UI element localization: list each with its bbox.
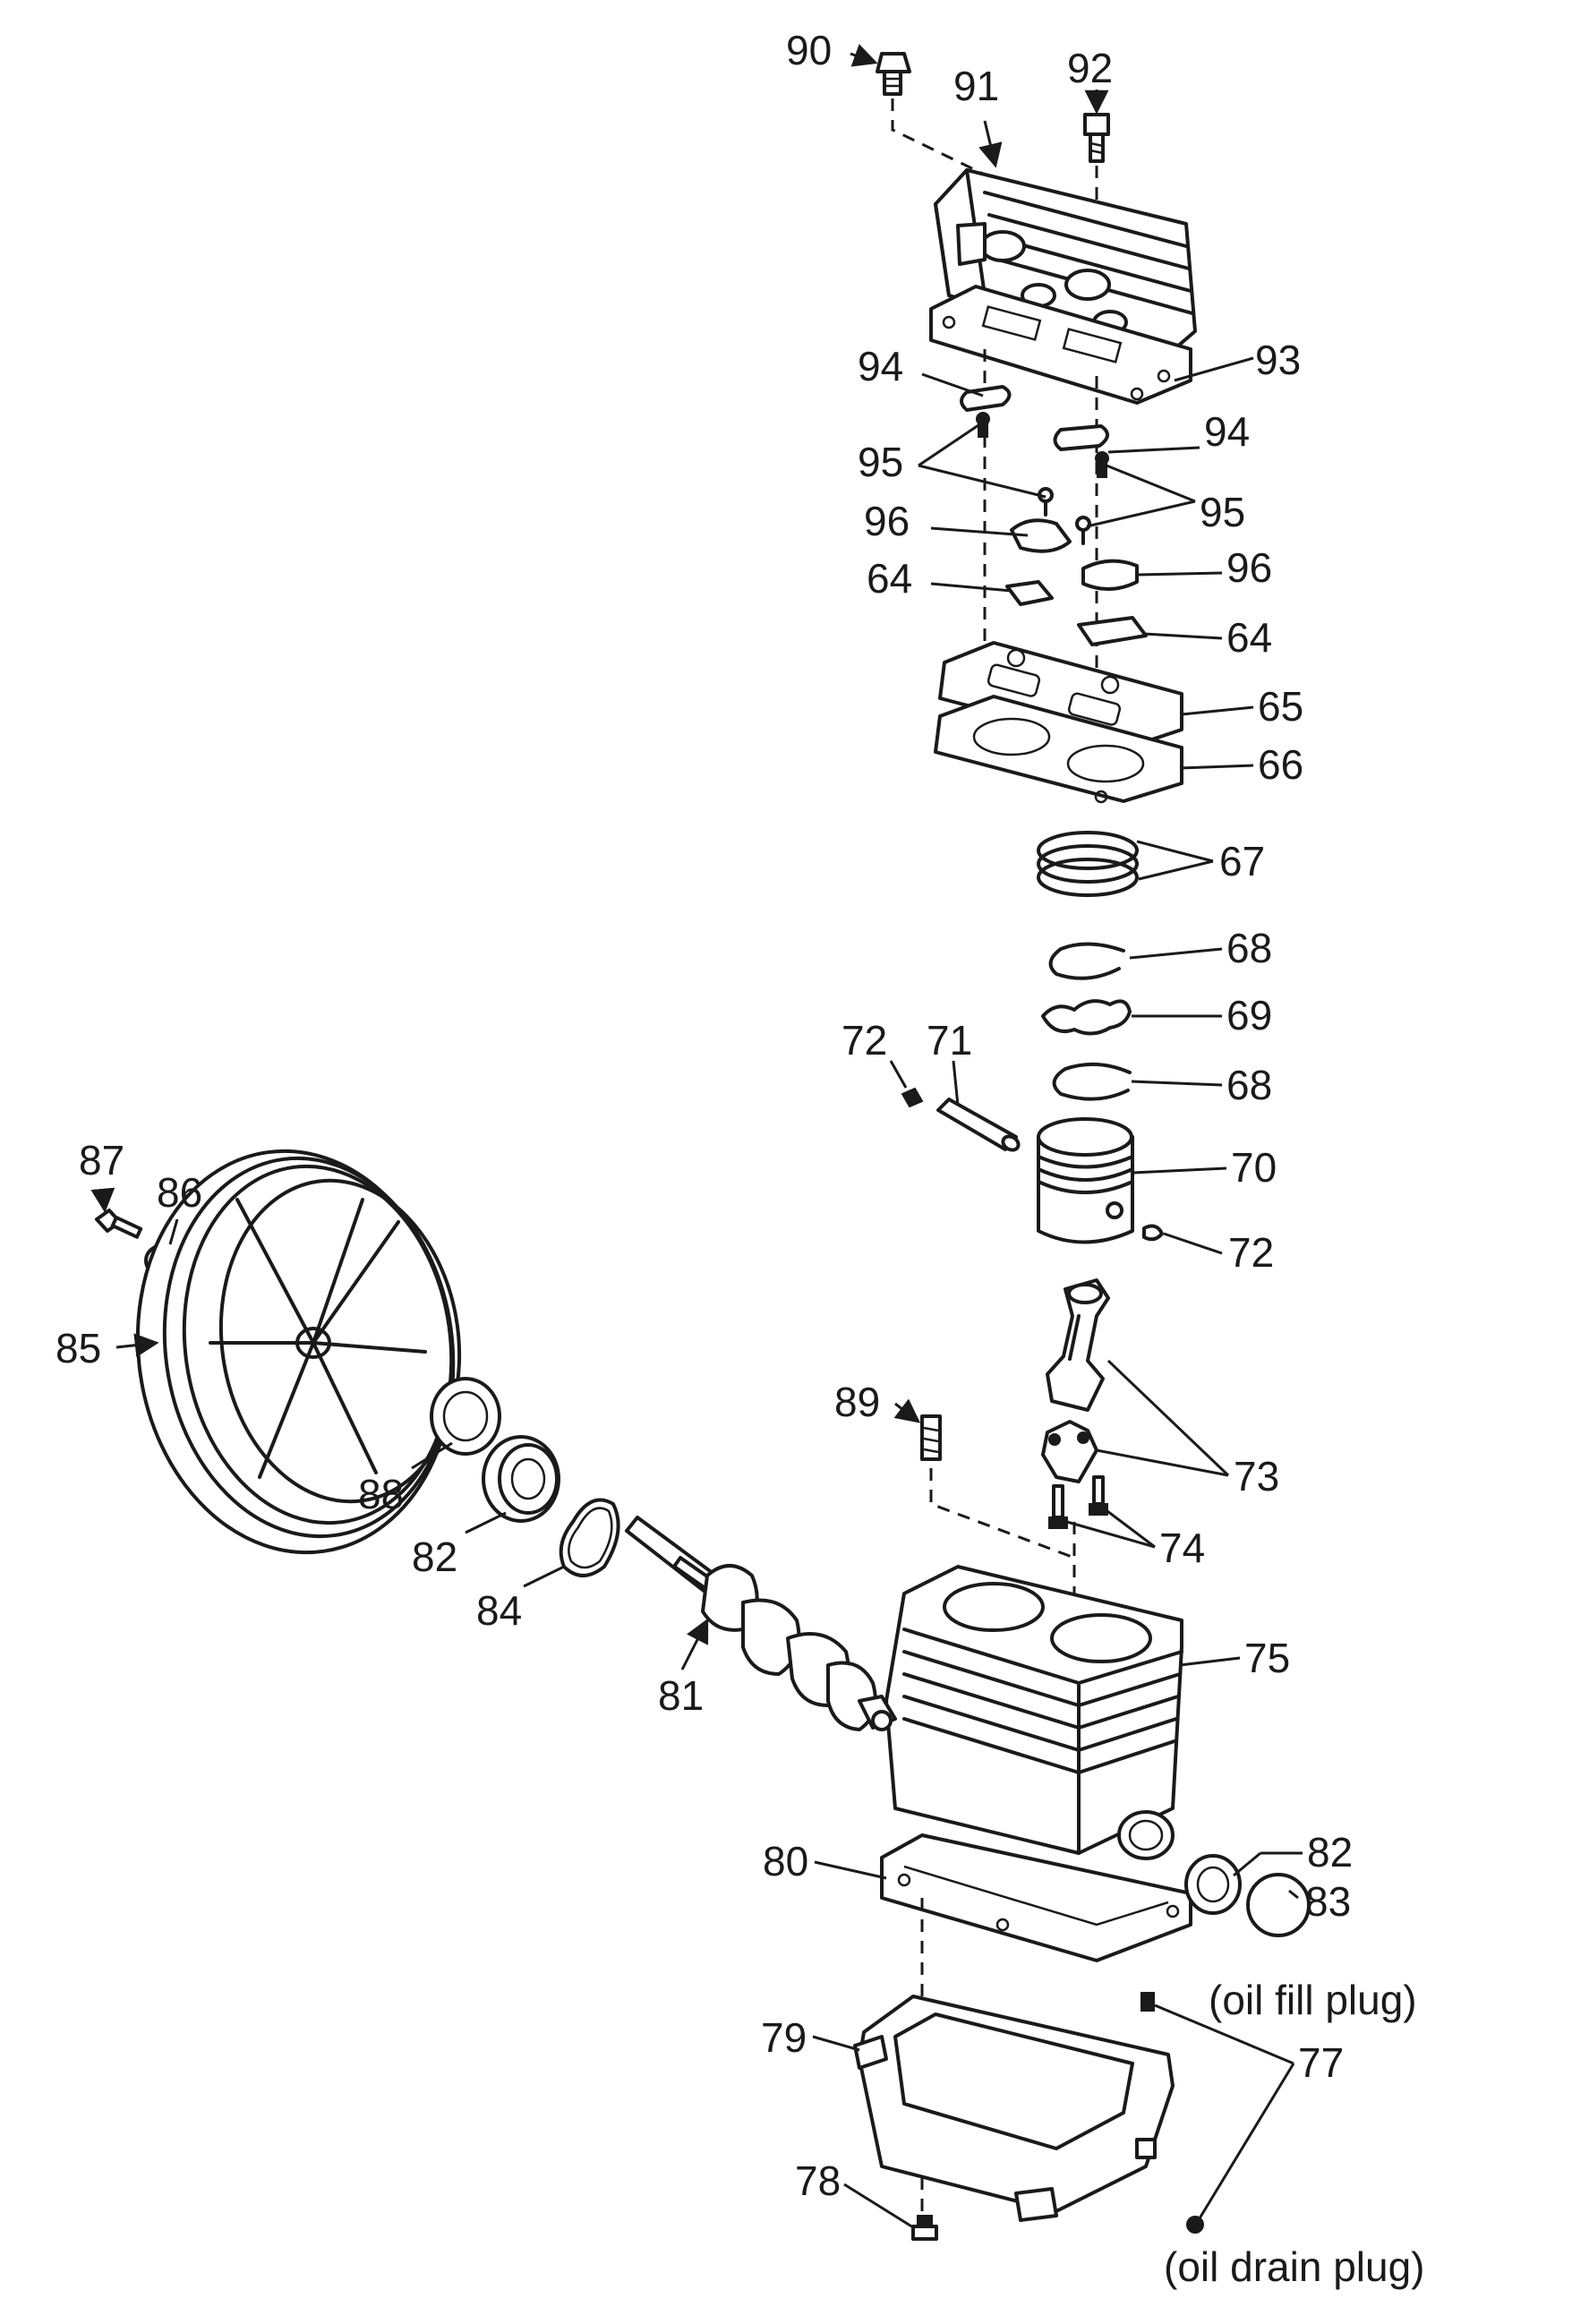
part-95-screws bbox=[976, 412, 1109, 545]
label-66: 66 bbox=[1258, 741, 1303, 788]
label-82-right: 82 bbox=[1307, 1829, 1353, 1875]
part-83-oil-fill-cap bbox=[1246, 1873, 1311, 1937]
part-88-oil-seal bbox=[430, 1377, 501, 1456]
label-68-lower: 68 bbox=[1226, 1062, 1272, 1108]
part-82-bearing-left bbox=[482, 1435, 560, 1523]
label-81: 81 bbox=[658, 1672, 704, 1719]
part-72-wrist-pin-clip-left bbox=[901, 1087, 924, 1108]
label-85: 85 bbox=[56, 1325, 101, 1371]
note-oil-drain-plug: (oil drain plug) bbox=[1164, 2243, 1424, 2290]
part-72-wrist-pin-clip-right bbox=[1142, 1224, 1164, 1242]
part-91-cylinder-head bbox=[934, 168, 1197, 360]
label-95-left: 95 bbox=[858, 439, 903, 485]
part-84-o-ring bbox=[559, 1498, 620, 1577]
part-77-drain-plug bbox=[1186, 2216, 1204, 2234]
label-68-upper: 68 bbox=[1226, 925, 1272, 971]
part-85-flywheel bbox=[135, 1149, 462, 1555]
part-96-valve-keepers bbox=[1010, 518, 1139, 592]
label-95-right: 95 bbox=[1200, 489, 1245, 535]
label-72-left: 72 bbox=[841, 1017, 887, 1064]
label-77: 77 bbox=[1298, 2039, 1344, 2086]
part-73-connecting-rod bbox=[1046, 1278, 1110, 1412]
part-64-valve-pieces bbox=[1005, 580, 1148, 646]
label-92: 92 bbox=[1067, 45, 1113, 91]
label-82-left: 82 bbox=[412, 1534, 457, 1580]
part-79-oil-pan bbox=[853, 1992, 1175, 2222]
label-94-left: 94 bbox=[858, 343, 903, 389]
part-90-breather bbox=[876, 52, 911, 96]
part-93-head-gasket bbox=[929, 285, 1192, 405]
label-67: 67 bbox=[1219, 838, 1265, 884]
label-75: 75 bbox=[1244, 1635, 1290, 1681]
label-80: 80 bbox=[763, 1838, 808, 1884]
part-87-flywheel-bolt bbox=[95, 1209, 143, 1239]
part-82-bearing-right bbox=[1184, 1854, 1242, 1915]
part-78-drain-bolt bbox=[911, 2215, 938, 2241]
label-69: 69 bbox=[1226, 992, 1272, 1038]
alignment-line-head bbox=[891, 98, 986, 176]
part-68-ring-lower bbox=[1052, 1062, 1132, 1101]
label-94-right: 94 bbox=[1204, 408, 1250, 455]
label-71: 71 bbox=[927, 1017, 972, 1064]
label-78: 78 bbox=[795, 2157, 841, 2204]
label-93: 93 bbox=[1255, 337, 1301, 383]
part-68-ring-upper bbox=[1048, 942, 1125, 980]
part-71-wrist-pin bbox=[936, 1098, 1021, 1152]
part-80-crankcase-gasket bbox=[880, 1833, 1192, 1962]
label-64-right: 64 bbox=[1226, 614, 1272, 661]
part-74-rod-bolts bbox=[1048, 1475, 1108, 1529]
part-75-crankcase bbox=[884, 1565, 1183, 1860]
alignment-line-dowel bbox=[929, 1468, 1075, 1559]
label-73: 73 bbox=[1234, 1453, 1279, 1499]
part-89-dowel-pin bbox=[920, 1414, 942, 1461]
label-86: 86 bbox=[157, 1169, 202, 1216]
label-72-right: 72 bbox=[1228, 1229, 1274, 1276]
label-83: 83 bbox=[1305, 1878, 1351, 1925]
label-70: 70 bbox=[1231, 1144, 1277, 1191]
part-92-head-bolt bbox=[1083, 113, 1110, 163]
label-64-left: 64 bbox=[867, 555, 912, 602]
part-94-valve-reed-right bbox=[1053, 424, 1109, 451]
part-65-valve-plate bbox=[938, 641, 1183, 749]
part-81-crankshaft bbox=[625, 1516, 897, 1731]
label-79: 79 bbox=[761, 2014, 807, 2061]
label-74: 74 bbox=[1159, 1525, 1205, 1571]
label-84: 84 bbox=[476, 1587, 522, 1634]
label-88: 88 bbox=[358, 1471, 404, 1517]
label-65: 65 bbox=[1258, 683, 1303, 730]
label-90: 90 bbox=[786, 27, 832, 73]
leader-lines bbox=[90, 44, 1303, 2229]
part-69-expander-ring bbox=[1041, 999, 1132, 1036]
note-oil-fill-plug: (oil fill plug) bbox=[1209, 1977, 1417, 2023]
part-number-labels: 90 91 92 93 94 94 95 95 96 96 64 64 65 6… bbox=[56, 27, 1424, 2290]
label-89: 89 bbox=[834, 1379, 880, 1425]
part-70-piston bbox=[1037, 1117, 1134, 1244]
part-67-piston-rings bbox=[1037, 831, 1139, 897]
label-96-right: 96 bbox=[1226, 544, 1272, 591]
part-66-cylinder-gasket bbox=[934, 695, 1183, 804]
label-96-left: 96 bbox=[864, 498, 910, 544]
part-73-rod-cap bbox=[1041, 1420, 1098, 1483]
label-91: 91 bbox=[953, 63, 999, 109]
label-87: 87 bbox=[79, 1137, 124, 1183]
